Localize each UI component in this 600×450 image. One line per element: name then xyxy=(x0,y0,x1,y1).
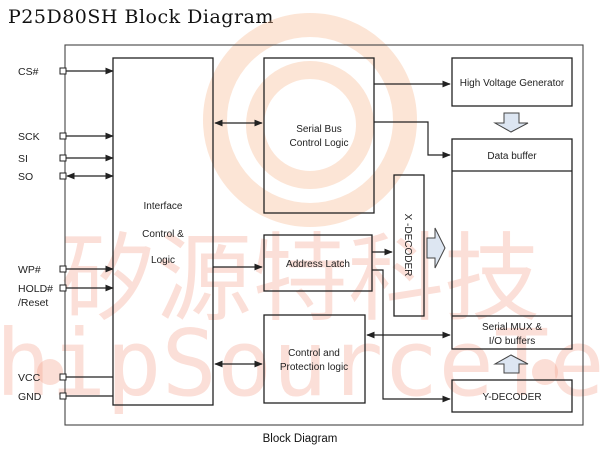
diagram-caption: Block Diagram xyxy=(263,433,338,445)
serial-mux-label: I/O buffers xyxy=(489,336,536,347)
block-memory-array: Data buffer Serial MUX & I/O buffers xyxy=(451,138,573,350)
pin-si: SI xyxy=(18,153,114,165)
pin-label: VCC xyxy=(18,372,41,384)
pin-label: WP# xyxy=(18,264,41,276)
block-frame xyxy=(451,379,573,413)
data-buffer-label: Data buffer xyxy=(487,151,537,162)
pin-vcc: VCC xyxy=(18,372,113,384)
block-label: X -DECODER xyxy=(402,214,413,277)
pin-label: GND xyxy=(18,391,42,403)
block-label: Y-DECODER xyxy=(482,392,541,403)
block-label: Control Logic xyxy=(290,138,349,149)
pin-label: SCK xyxy=(18,131,40,143)
serial-mux-label: Serial MUX & xyxy=(482,322,542,333)
pin-cs: CS# xyxy=(18,66,114,78)
pin-pad xyxy=(59,373,67,381)
link-serialbus-databuffer xyxy=(374,121,451,159)
block-address-latch: Address Latch xyxy=(263,234,373,292)
pin-pad xyxy=(59,265,67,273)
pin-pad xyxy=(59,154,67,162)
pin-label-secondary: /Reset xyxy=(18,297,48,309)
block-label: Control and xyxy=(288,348,340,359)
pin-pad xyxy=(59,284,67,292)
block-label: Control & xyxy=(142,229,184,240)
pin-wp: WP# xyxy=(18,264,114,276)
block-frame xyxy=(112,57,214,406)
pin-pad xyxy=(59,392,67,400)
block-label: Address Latch xyxy=(286,259,350,270)
block-label: Interface xyxy=(144,201,183,212)
pin-hold: HOLD# /Reset xyxy=(18,283,114,309)
pin-label: SI xyxy=(18,153,28,165)
pin-label: SO xyxy=(18,171,33,183)
pin-label: HOLD# xyxy=(18,283,53,295)
pin-pad xyxy=(59,132,67,140)
pin-pad xyxy=(59,67,67,75)
diagram-title: P25D80SH Block Diagram xyxy=(8,6,274,28)
memory-array-frame xyxy=(451,138,573,350)
watermark-dot-right xyxy=(532,359,558,385)
pin-so: SO xyxy=(18,171,114,183)
block-y-decoder: Y-DECODER xyxy=(451,379,573,413)
block-frame xyxy=(263,234,373,292)
fat-arrow-right-icon xyxy=(426,227,446,269)
pin-sck: SCK xyxy=(18,131,114,143)
fat-arrow-down-icon xyxy=(493,112,529,133)
block-frame xyxy=(451,57,573,107)
block-label: Protection logic xyxy=(280,362,348,373)
block-label: Serial Bus xyxy=(296,124,342,135)
block-control-protection: Control and Protection logic xyxy=(263,314,366,404)
fat-arrow-up-icon xyxy=(493,354,529,374)
block-interface-control: Interface Control & Logic xyxy=(112,57,214,406)
block-serial-bus-control: Serial Bus Control Logic xyxy=(263,57,375,214)
watermark-dot-left xyxy=(37,359,63,385)
block-frame xyxy=(263,314,366,404)
block-x-decoder: X -DECODER xyxy=(393,174,425,317)
block-label: Logic xyxy=(151,255,175,266)
block-frame xyxy=(393,174,425,317)
pin-pad xyxy=(59,172,67,180)
pin-label: CS# xyxy=(18,66,39,78)
chip-boundary xyxy=(64,44,584,426)
pin-gnd: GND xyxy=(18,391,113,403)
block-label: High Voltage Generator xyxy=(460,78,565,89)
block-high-voltage-generator: High Voltage Generator xyxy=(451,57,573,107)
block-frame xyxy=(263,57,375,214)
